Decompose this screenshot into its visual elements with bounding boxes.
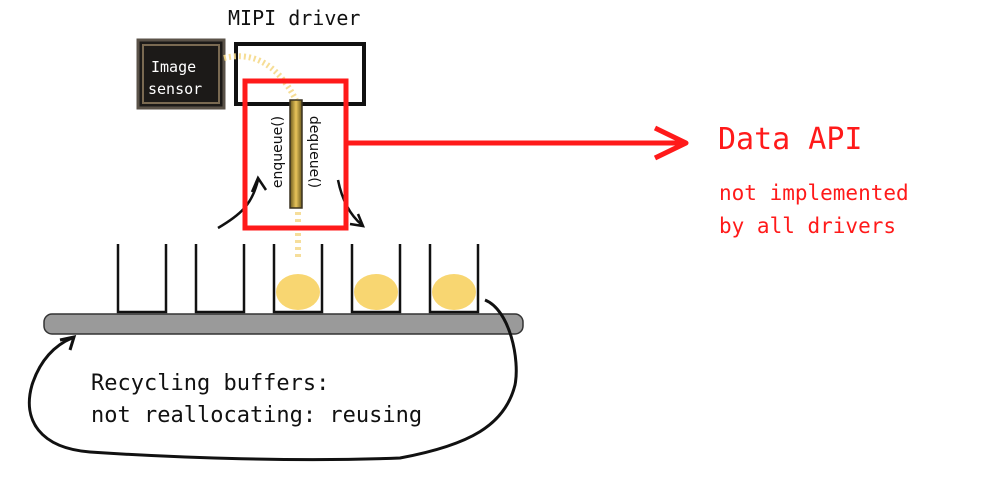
buffer-4 (350, 244, 402, 314)
recycling-line1: Recycling buffers: (91, 371, 329, 396)
data-api-title: Data API (718, 122, 863, 157)
sensor-label-line1: Image (151, 58, 196, 76)
enqueue-arrowhead (250, 175, 268, 193)
recycling-arrowhead (59, 334, 77, 351)
driver-title: MIPI driver (228, 6, 360, 30)
data-api-highlight-box (242, 78, 349, 231)
buffer-1 (116, 244, 168, 314)
buffer-4-outline (350, 244, 402, 314)
buffer-3-outline (272, 244, 324, 314)
enqueue-label: enqueue() (270, 116, 286, 188)
enqueue-arrow (217, 179, 260, 230)
data-api-note-line1: not implemented (719, 181, 909, 205)
buffer-1-outline (116, 244, 168, 314)
sensor-label-line2: sensor (148, 80, 202, 98)
buffer-3-data-fill (276, 274, 320, 310)
buffer-2-outline (194, 244, 246, 314)
buffer-3 (272, 244, 324, 314)
buffer-5 (428, 244, 480, 314)
data-api-arrowhead (653, 125, 689, 161)
buffer-5-data-fill (432, 274, 476, 310)
buffer-4-data-fill (354, 274, 398, 310)
dequeue-arrowhead (349, 213, 366, 228)
buffer-2 (194, 244, 246, 314)
conveyor-belt (43, 313, 524, 335)
queue-tube (289, 99, 303, 209)
buffer-5-outline (428, 244, 480, 314)
buffers-layer (116, 244, 480, 314)
data-api-note-line2: by all drivers (719, 214, 896, 238)
image-sensor-chip: Image sensor (136, 38, 226, 110)
recycling-line2: not reallocating: reusing (91, 403, 422, 428)
recycling-loop (27, 298, 518, 462)
dequeue-arrow (336, 179, 363, 226)
dequeue-label: dequeue() (306, 116, 322, 188)
